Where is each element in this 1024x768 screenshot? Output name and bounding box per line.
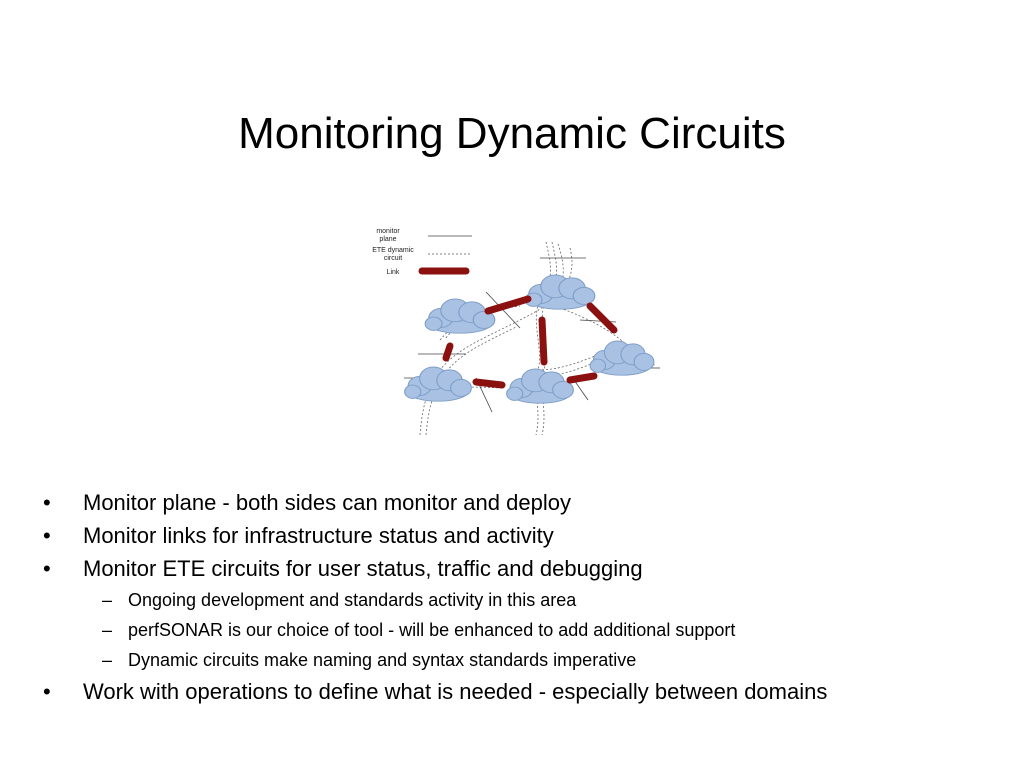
- inter-domain-links: [442, 295, 618, 389]
- cloud-domain-3: [589, 340, 655, 376]
- bullet-list: • Monitor plane - both sides can monitor …: [40, 490, 1000, 712]
- network-diagram: monitor plane ETE dynamic circuit Link: [360, 220, 670, 445]
- domain-clouds: [404, 274, 655, 404]
- sub-bullet-text: perfSONAR is our choice of tool - will b…: [128, 620, 736, 640]
- sub-bullet-marker: –: [102, 590, 113, 610]
- bullet-marker: •: [43, 556, 51, 581]
- bullet-item: • Monitor links for infrastructure status…: [40, 523, 1000, 549]
- legend-monitor-plane-label-line2: plane: [379, 236, 396, 243]
- sub-bullet-marker: –: [102, 620, 113, 640]
- cloud-domain-4: [404, 366, 472, 402]
- cloud-domain-5: [506, 368, 574, 404]
- bullet-text: Monitor plane - both sides can monitor a…: [83, 490, 571, 515]
- sub-bullet-text: Dynamic circuits make naming and syntax …: [128, 650, 637, 670]
- bullet-text: Monitor links for infrastructure status …: [83, 523, 554, 548]
- cloud-domain-1: [424, 298, 496, 334]
- bullet-item: • Monitor ETE circuits for user status, t…: [40, 556, 1000, 582]
- cloud-domain-2: [524, 274, 596, 310]
- legend-ete-label-line1: ETE dynamic: [372, 247, 414, 254]
- sub-bullet-item: –Dynamic circuits make naming and syntax…: [40, 649, 1000, 671]
- legend-monitor-plane-label-line1: monitor: [376, 228, 400, 235]
- sub-bullet-marker: –: [102, 650, 113, 670]
- bullet-marker: •: [43, 523, 51, 548]
- legend-ete-label-line2: circuit: [384, 255, 402, 262]
- slide-title: Monitoring Dynamic Circuits: [238, 109, 786, 158]
- sub-bullet-item: –Ongoing development and standards activ…: [40, 589, 1000, 611]
- sub-bullet-item: –perfSONAR is our choice of tool - will …: [40, 619, 1000, 641]
- bullet-marker: •: [43, 679, 51, 704]
- legend-link-label: Link: [387, 269, 400, 276]
- sub-bullet-text: Ongoing development and standards activi…: [128, 590, 577, 610]
- bullet-text: Monitor ETE circuits for user status, tr…: [83, 556, 643, 581]
- bullet-marker: •: [43, 490, 51, 515]
- network-diagram-svg: monitor plane ETE dynamic circuit Link: [372, 228, 660, 436]
- bullet-text: Work with operations to define what is n…: [83, 679, 828, 704]
- bullet-item: • Work with operations to define what is …: [40, 679, 1000, 705]
- bullet-item: • Monitor plane - both sides can monitor …: [40, 490, 1000, 516]
